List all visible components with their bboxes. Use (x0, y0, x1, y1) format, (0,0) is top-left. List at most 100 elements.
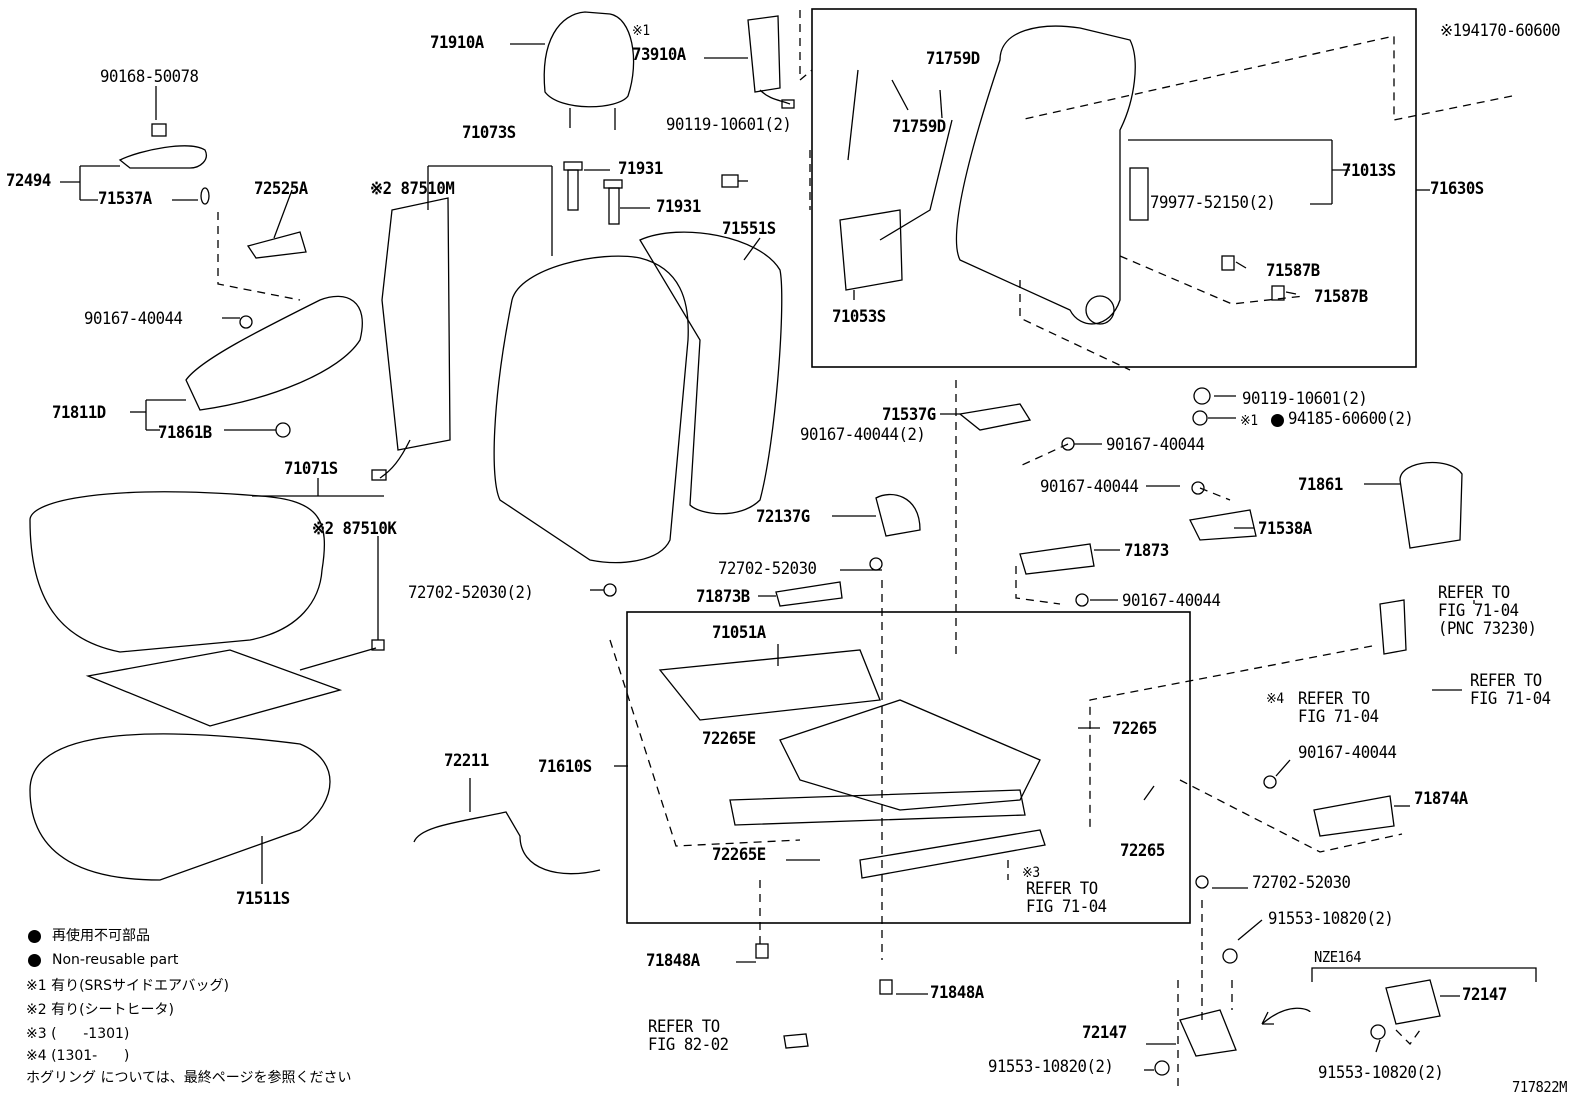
legend-note-5: ホグリング については、最終ページを参照ください (26, 1070, 352, 1086)
refer-line: FIG 82-02 (648, 1035, 729, 1055)
callout-71537A: 71537A (98, 189, 152, 209)
callout-71848A-b: 71848A (930, 983, 984, 1003)
callout-71511S: 71511S (236, 889, 290, 909)
legend-line-jp: 再使用不可部品 (52, 928, 150, 944)
callout-71071S: 71071S (284, 459, 338, 479)
refer-line: REFER TO (1470, 671, 1542, 691)
refer-block-buckle: REFER TO FIG 71-04 (PNC 73230) (1438, 584, 1537, 638)
callout-71873B: 71873B (696, 587, 750, 607)
seatback-pad (639, 231, 783, 515)
refer-line: FIG 71-04 (1026, 897, 1107, 917)
callout-71013S: 71013S (1342, 161, 1396, 181)
seatback-frame-part (955, 25, 1149, 325)
callout-87510K: ※2 87510K (312, 519, 397, 539)
callout-73910A: 73910A (632, 45, 686, 65)
callout-79977: 79977-52150(2) (1150, 193, 1276, 213)
bracket-72147-b (1385, 979, 1441, 1025)
callout-94185-mark: ※1 (1240, 413, 1258, 429)
screw-90167 (239, 315, 253, 329)
callout-71861B: 71861B (158, 423, 212, 443)
refer-line: FIG 71-04 (1470, 689, 1551, 709)
refer-line: REFER TO (1438, 583, 1510, 603)
screw-90167-e (1075, 593, 1089, 607)
callout-71931-a: 71931 (618, 159, 663, 179)
cushion-cover (29, 491, 326, 653)
refer-block-harness: REFER TO FIG 82-02 (648, 1018, 729, 1054)
callout-71610S: 71610S (538, 757, 592, 777)
callout-71587B-a: 71587B (1266, 261, 1320, 281)
callout-91553-a: 91553-10820(2) (1268, 909, 1394, 929)
variant-label: NZE164 (1314, 948, 1362, 966)
callout-72265-b: 72265 (1120, 841, 1165, 861)
legend-bullet-icon (28, 930, 41, 943)
callout-71861: 71861 (1298, 475, 1343, 495)
nut-94185 (1192, 410, 1208, 426)
screw-90167-f (1263, 775, 1277, 789)
direction-arrow-icon (1261, 1007, 1311, 1025)
callout-73910A-mark: ※1 (632, 23, 650, 39)
refer-mark-4: ※4 (1266, 691, 1284, 707)
callout-71053S: 71053S (832, 307, 886, 327)
callout-91553-b: 91553-10820(2) (988, 1057, 1114, 1077)
callout-71931-b: 71931 (656, 197, 701, 217)
callout-91553-c: 91553-10820(2) (1318, 1063, 1444, 1083)
callout-72137G: 72137G (756, 507, 810, 527)
bolt-part-90119 (721, 174, 748, 188)
cushion-heater-sheet (85, 649, 343, 727)
seat-wire-part (413, 811, 601, 875)
callout-71910A: 71910A (430, 33, 484, 53)
refer-mark-3: ※3 (1022, 865, 1040, 881)
callout-72147-a: 72147 (1082, 1023, 1127, 1043)
leader-lines (60, 43, 1475, 1071)
bolt-90119-b (1193, 387, 1211, 405)
bracket-71873B (775, 581, 843, 607)
bolt-72702-a (869, 557, 883, 571)
refer-line: REFER TO (1298, 689, 1370, 709)
callout-90119-b: 90119-10601(2) (1242, 389, 1368, 409)
callout-71551S: 71551S (722, 219, 776, 239)
legend-line-en: Non-reusable part (52, 952, 179, 968)
callout-71073S: 71073S (462, 123, 516, 143)
non-reusable-bullet-icon (1271, 414, 1284, 427)
screw-90167-d (1191, 481, 1205, 495)
refer-line: REFER TO (648, 1017, 720, 1037)
headrest-guide-1 (563, 161, 583, 211)
callout-71873: 71873 (1124, 541, 1169, 561)
legend-note-4: ※4 (1301- ) (26, 1048, 130, 1064)
hinge-cover-72137G (875, 493, 921, 537)
callout-71811D: 71811D (52, 403, 106, 423)
callout-71848A-a: 71848A (646, 951, 700, 971)
callout-194170: ※194170-60600 (1440, 21, 1561, 41)
seatback-cover (493, 255, 689, 564)
seat-belt-buckle (1379, 599, 1407, 655)
bracket-71537G (958, 403, 1032, 431)
callout-72211: 72211 (444, 751, 489, 771)
figure-id: 717822M (1512, 1078, 1567, 1096)
cover-71861 (1399, 461, 1463, 549)
refer-block-cap: REFER TO FIG 71-04 (1298, 690, 1379, 726)
callout-71587B-b: 71587B (1314, 287, 1368, 307)
frame-clips (1221, 255, 1285, 301)
dashed-assembly-lines (217, 10, 1513, 1090)
legend-note-1: ※1 有り(SRSサイドエアバッグ) (26, 978, 229, 994)
callout-90119-a: 90119-10601(2) (666, 115, 792, 135)
legend-bullet-icon (28, 954, 41, 967)
bolt-91553-c (1370, 1024, 1386, 1040)
connector-ref (783, 1033, 809, 1049)
seat-track-box (626, 611, 1191, 924)
bracket-71538A (1189, 509, 1257, 541)
callout-72147-b: 72147 (1462, 985, 1507, 1005)
variant-bracket (1311, 967, 1537, 982)
bolt-91553-b (1154, 1060, 1170, 1076)
callout-90167-e: 90167-40044 (1122, 591, 1221, 611)
clip-71861B (275, 422, 291, 438)
callout-72702-b: 72702-52030(2) (408, 583, 534, 603)
pin-71848A-a (755, 943, 769, 959)
bolt-91553-a (1222, 948, 1238, 964)
bolt-72702-b (603, 583, 617, 597)
callout-90168: 90168-50078 (100, 67, 199, 87)
refer-line: REFER TO (1026, 879, 1098, 899)
bracket-72147-a (1179, 1009, 1237, 1057)
cover-71874A (1313, 795, 1395, 837)
legend-note-3: ※3 ( -1301) (26, 1026, 130, 1042)
